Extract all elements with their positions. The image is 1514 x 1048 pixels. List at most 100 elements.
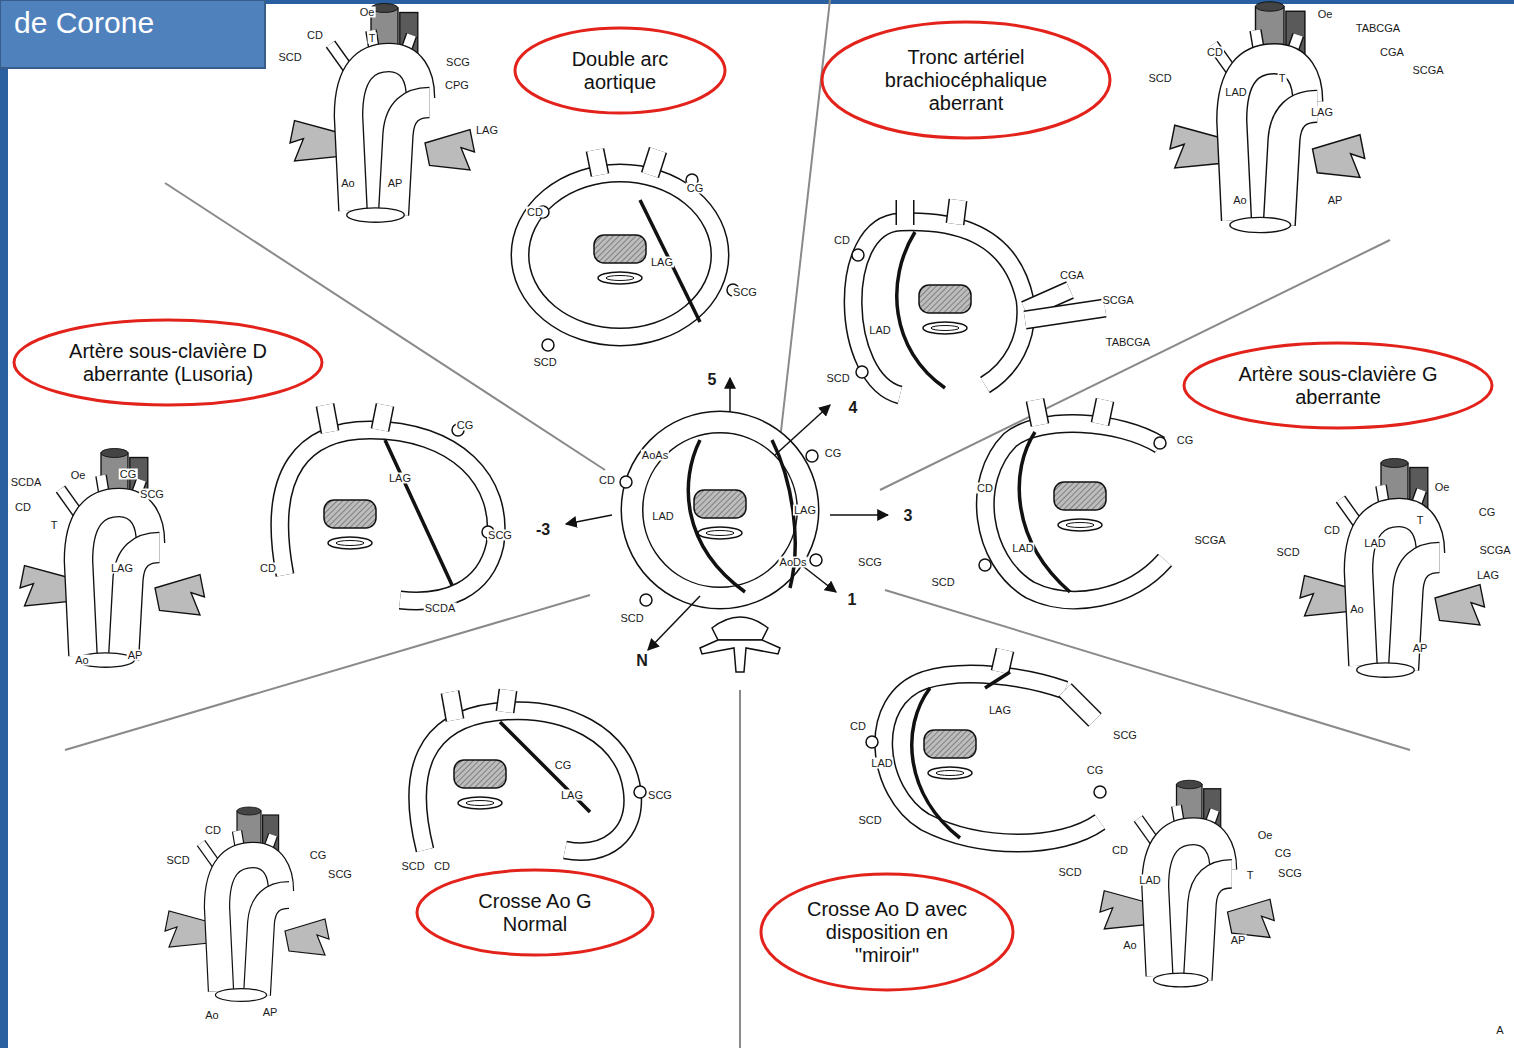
vessel-label: LAG [560,790,584,801]
vessel-label: CG [1176,435,1195,446]
vessel-label: SCGA [1411,65,1444,76]
vessel-section [806,450,818,462]
esophagus-lumen [336,541,364,546]
title-ellipse: Tronc artériel brachiocéphalique aberran… [820,20,1112,140]
vessel-label: SCD [619,613,644,624]
vessel-label: AP [1412,643,1429,654]
illustration-part [1230,217,1291,232]
vessel-label: Oe [1257,830,1274,841]
trachea-section [694,490,746,518]
ductus-line [688,440,745,592]
vessel-label: CGA [1379,47,1405,58]
vessel-label: CPG [444,80,470,91]
vessel-label: Oe [1317,9,1334,20]
vessel-label: CD [204,825,222,836]
vessel-lumen [325,405,330,432]
vessel-label: SCG [1112,730,1138,741]
esophagus-section [928,767,972,779]
vessel-section [620,476,632,488]
callout-number: 4 [848,400,859,416]
heart-sketch [20,449,205,668]
illustration-part [1177,780,1203,789]
vessel-section [856,366,868,378]
arch-scheme [979,400,1166,600]
callout-number: 3 [903,508,914,524]
esophagus-section [328,537,372,549]
vertebra-drawing [700,617,780,672]
vessel-label: LAG [110,563,134,574]
vessel-label: CD [1111,845,1129,856]
title-ellipse: Double arc aortique [513,26,727,115]
vessel-outline [955,200,958,224]
vessel-label: CG [824,448,843,459]
vessel-label: SCGA [1101,295,1134,306]
vessel-lumen [394,103,430,216]
direction-arrow [566,515,612,524]
vessel-lumen [257,895,289,995]
vessel-label: T [1416,515,1425,526]
red-ellipse [515,28,725,113]
vessel-section [852,249,864,261]
arch-scheme [280,405,496,601]
trachea-section [324,500,376,528]
illustration-part [101,449,128,458]
illustration-part [425,130,475,171]
vessel-label: Ao [1349,604,1364,615]
callout-number: 1 [847,592,858,608]
esophagus-lumen [466,801,494,806]
ductus-line [912,688,960,838]
title-text: Tronc artériel brachiocéphalique aberran… [866,46,1066,115]
vessel-label: LAG [475,125,499,136]
vessel-outline [853,222,1026,395]
vessel-label: SCG [1277,868,1303,879]
trachea-section [1054,482,1106,510]
vessel-lumen [450,692,455,720]
vessel-section [640,594,652,606]
arch-scheme [852,200,1105,395]
vessel-outline [1025,308,1105,320]
esophagus-lumen [606,276,634,281]
vessel-label: CD [14,502,32,513]
vessel-lumen [1035,400,1040,425]
vessel-lumen [897,200,913,225]
vessel-label: Ao [1122,940,1137,951]
vessel-outline [1198,874,1232,980]
illustration-part [712,617,768,640]
red-ellipse [1184,343,1492,428]
vessel-lumen [1065,690,1095,720]
vessel-label: CD [849,721,867,732]
vessel-outline [884,674,1100,843]
vessel-label: CD [526,207,544,218]
vessel-label: CG [1274,848,1293,859]
header-text: de Corone [14,6,265,41]
vessel-label: CG [119,469,138,480]
esophagus-lumen [931,326,959,331]
vessel-label: Oe [70,470,87,481]
illustration-part [1313,135,1365,178]
vessel-label: AP [262,1007,279,1018]
vessel-lumen [650,150,658,175]
vessel-section [979,559,991,571]
vessel-label: T [1278,73,1287,84]
illustration-part [285,919,329,955]
vessel-label: SCDA [10,477,43,488]
text-holder: Artère sous-clavière D aberrante (Lusori… [61,340,276,386]
vessel-label: SCD [400,861,425,872]
arch-scheme [620,422,822,606]
vessel-label: AP [127,650,144,661]
vessel-lumen [380,405,385,430]
vessel-label: SCGA [1478,545,1511,556]
vessel-label: SCG [857,557,883,568]
text-holder: Crosse Ao G Normal [455,890,615,936]
vessel-label: CG [554,760,573,771]
illustration-part [700,640,780,672]
vessel-label: CD [433,861,451,872]
vessel-label: SCG [732,287,758,298]
vessel-outline [1000,650,1005,672]
red-ellipse [14,320,322,405]
vessel-label: CD [259,563,277,574]
vessel-lumen [595,150,600,175]
text-holder: de Corone [0,0,265,41]
